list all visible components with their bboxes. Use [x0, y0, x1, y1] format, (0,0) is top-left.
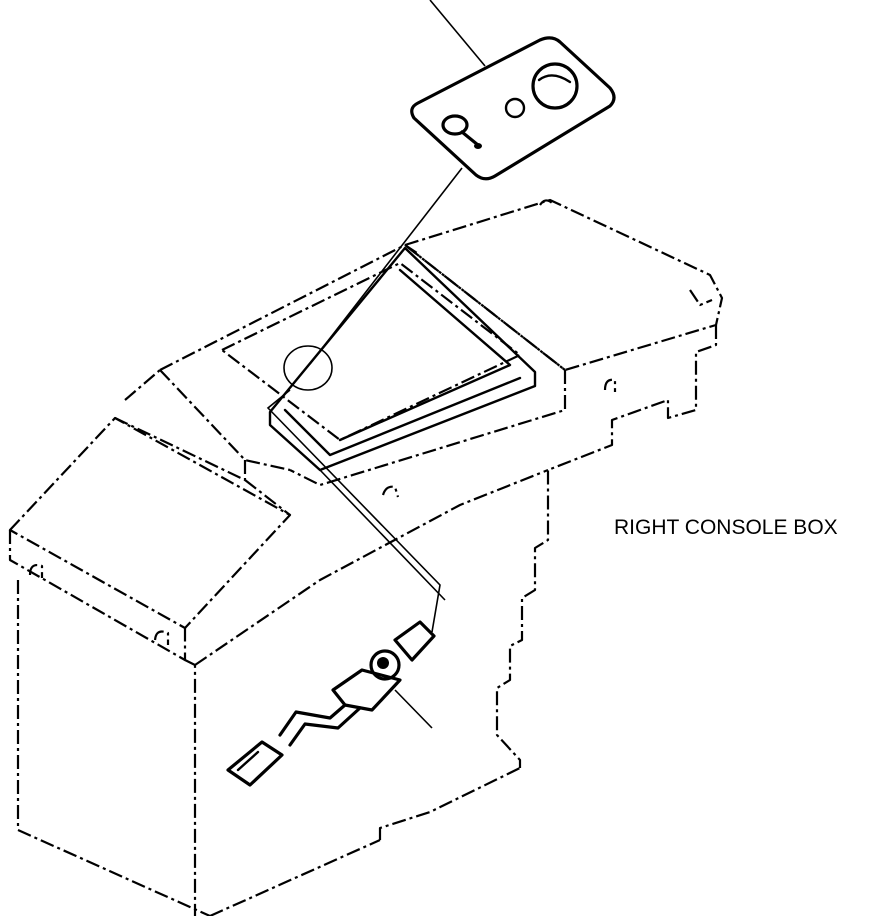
- console-box-outline: [8, 198, 724, 916]
- console-lid: [220, 246, 537, 472]
- panel-leader-line: [429, 0, 486, 67]
- lid-round-cutout: [283, 345, 333, 391]
- right-console-box-label: RIGHT CONSOLE BOX: [614, 516, 838, 539]
- key-switch-harness: [226, 620, 436, 787]
- rotary-knob-icon: [531, 62, 579, 110]
- switch-panel-plate: [410, 36, 616, 181]
- lid-to-switch-leader: [266, 389, 441, 633]
- switch-leader-line: [394, 689, 433, 729]
- key-switch-icon: [441, 114, 482, 149]
- panel-hole-icon: [504, 97, 526, 119]
